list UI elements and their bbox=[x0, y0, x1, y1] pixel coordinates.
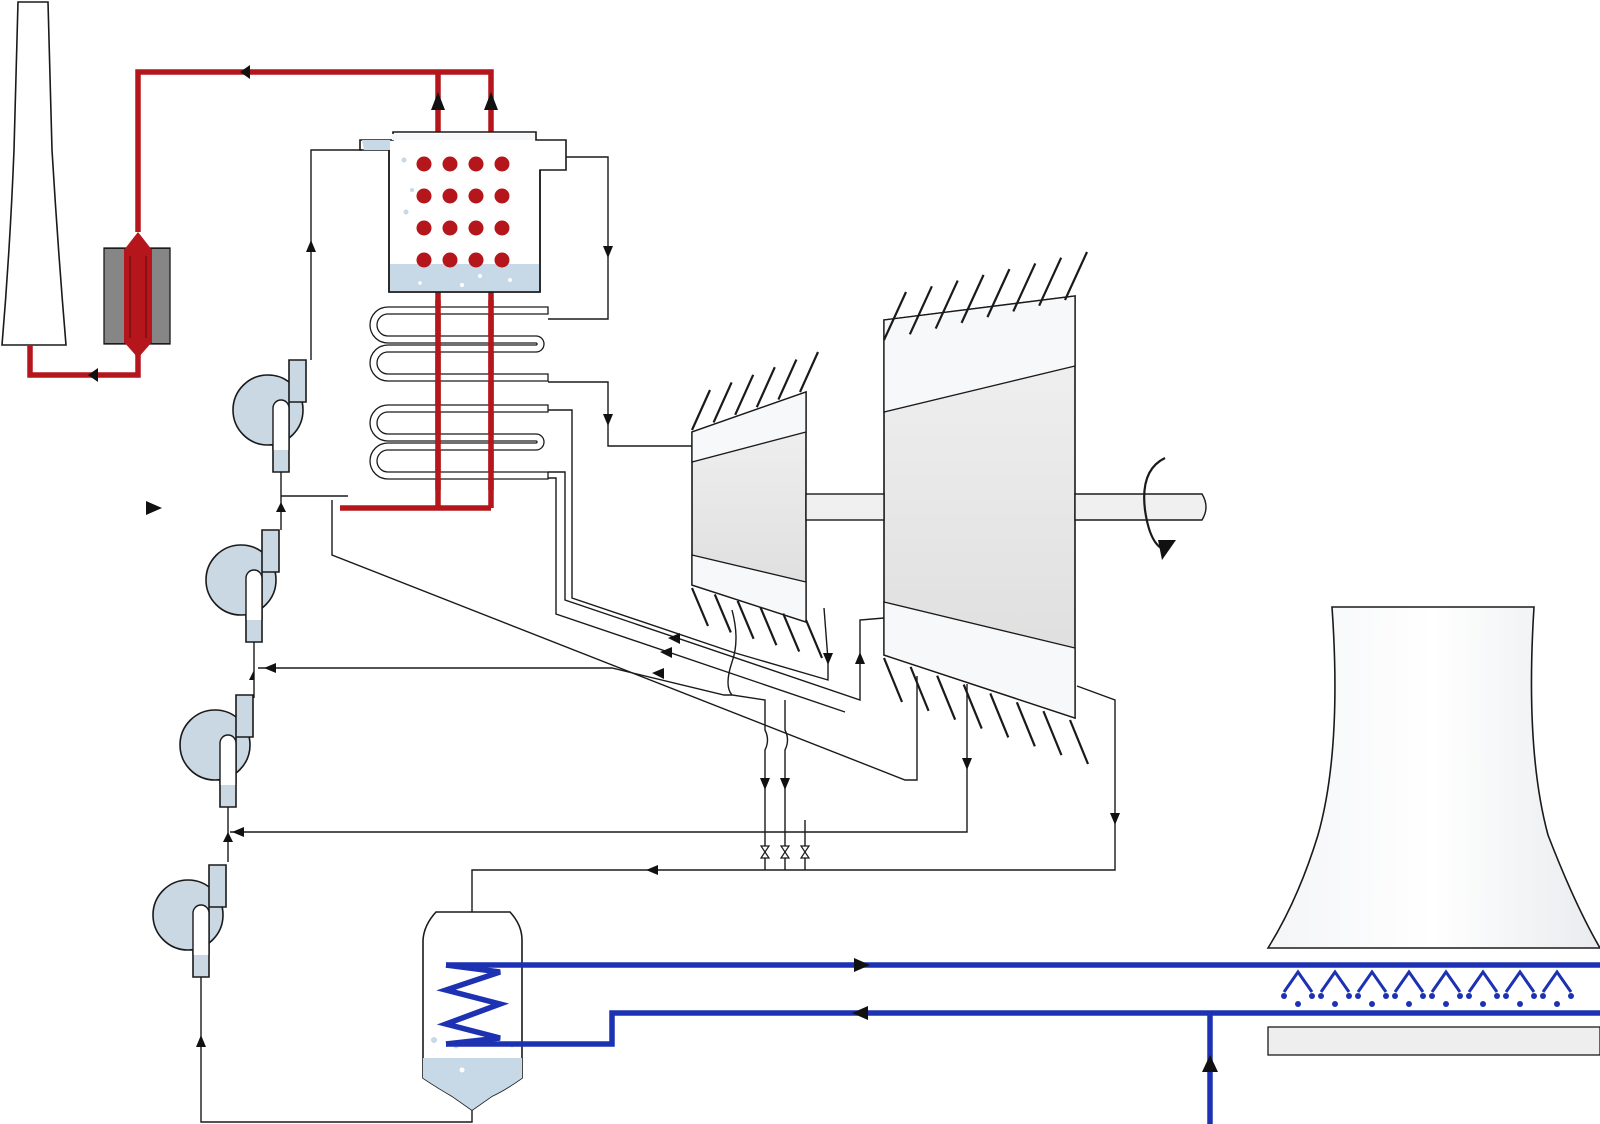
low-pressure-turbine-icon bbox=[883, 295, 1076, 720]
valve-group bbox=[759, 820, 811, 870]
boiler-drum-icon bbox=[359, 131, 567, 293]
heating-tube-dot bbox=[442, 252, 458, 268]
heating-tube-dots bbox=[416, 156, 510, 268]
turbine-foundation-hatching bbox=[690, 251, 1090, 765]
heating-tube-dot bbox=[442, 188, 458, 204]
heating-tube-dot bbox=[468, 220, 484, 236]
cooling-tower-icon bbox=[1266, 606, 1600, 1056]
spray-nozzle-icon bbox=[1355, 969, 1389, 1007]
spray-nozzle-icon bbox=[1318, 969, 1352, 1007]
valve-icon bbox=[779, 820, 791, 870]
valve-icon bbox=[799, 820, 811, 870]
spray-nozzle-icon bbox=[1429, 969, 1463, 1007]
condenser-icon bbox=[422, 911, 523, 1111]
cooling-water-path bbox=[446, 958, 1600, 1124]
valve-icon bbox=[759, 820, 771, 870]
heating-tube-dot bbox=[494, 220, 510, 236]
heating-tube-dot bbox=[468, 252, 484, 268]
pump-icon bbox=[205, 529, 280, 643]
spray-nozzle-icon bbox=[1392, 969, 1426, 1007]
spray-nozzles bbox=[1281, 969, 1574, 1007]
heating-tube-dot bbox=[442, 156, 458, 172]
economizer-coil-icon bbox=[369, 300, 549, 490]
heating-tube-dot bbox=[468, 188, 484, 204]
heating-tube-dot bbox=[494, 188, 510, 204]
chimney-icon bbox=[1, 1, 67, 346]
spray-nozzle-icon bbox=[1466, 969, 1500, 1007]
heating-tube-dot bbox=[416, 252, 432, 268]
heating-tube-dot bbox=[416, 220, 432, 236]
spray-nozzle-icon bbox=[1540, 969, 1574, 1007]
high-pressure-turbine-icon bbox=[691, 390, 807, 624]
heating-tube-dot bbox=[468, 156, 484, 172]
pump-icon bbox=[152, 864, 227, 978]
pump-icon bbox=[179, 694, 254, 808]
heating-tube-dot bbox=[416, 156, 432, 172]
heating-tube-dot bbox=[416, 188, 432, 204]
heating-tube-dot bbox=[494, 252, 510, 268]
air-preheater-icon bbox=[103, 232, 171, 358]
spray-nozzle-icon bbox=[1281, 969, 1315, 1007]
steam-and-feed-lines bbox=[196, 149, 1120, 1123]
pump-icon bbox=[232, 359, 307, 473]
heating-tube-dot bbox=[494, 156, 510, 172]
heating-tube-dot bbox=[442, 220, 458, 236]
spray-nozzle-icon bbox=[1503, 969, 1537, 1007]
rotating-shaft-icon bbox=[805, 457, 1207, 560]
feed-pump-group bbox=[152, 359, 307, 978]
